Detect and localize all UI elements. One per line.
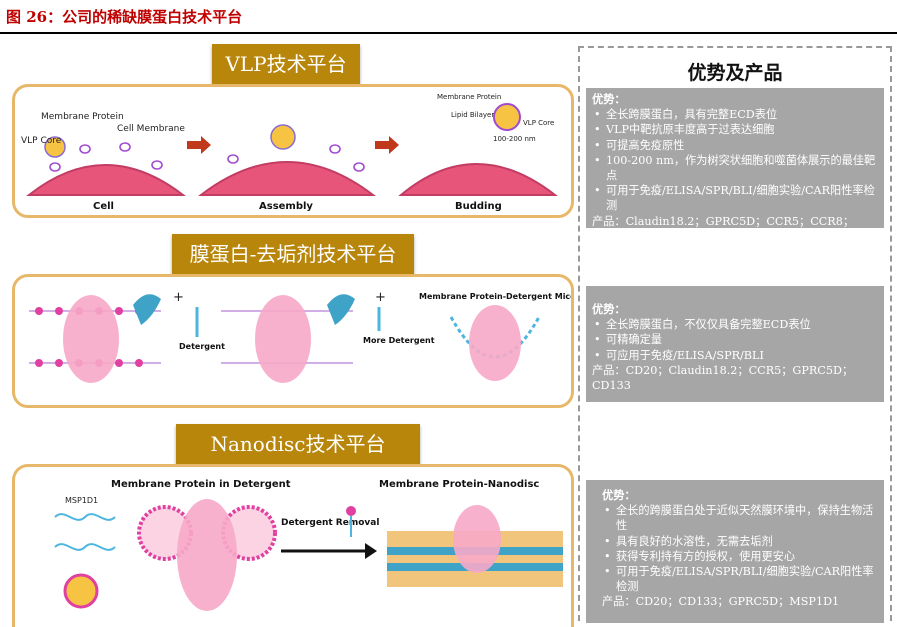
plus-icon: + [173,290,184,305]
nanodisc-diagram: Membrane Protein in Detergent Membrane P… [54,479,563,611]
products-line: 产品：CD20；CD133；GPRC5D；MSP1D1 [602,595,840,609]
lipid-vesicle-icon [63,573,99,609]
panel-detergent: + Detergent + More Detergent Membrane Pr… [12,274,574,408]
arrow-icon [187,136,211,154]
products-line: 产品：CD20；Claudin18.2；CCR5；GPRC5D；CD133 [592,363,854,393]
antibody-icon [327,294,355,325]
label-msp: MSP1D1 [65,496,98,505]
label-cell-membrane: Cell Membrane [117,124,185,134]
label-membrane-protein-small: Membrane Protein [437,93,501,101]
products-line: 产品：Claudin18.2；GPRC5D；CCR5；CCR8；CD20 [592,214,855,243]
nanodisc-protein [453,505,501,573]
detergent-advantages: 优势： 全长跨膜蛋白，不仅仅具备完整ECD表位 可精确定量 可应用于免疫/ELI… [586,286,884,402]
advantages-title: 优势： [592,92,626,106]
title-rule [0,32,897,34]
advantage-item: 全长的跨膜蛋白处于近似天然膜环境中，保持生物活性 [602,503,878,533]
advantage-item: 具有良好的水溶性，无需去垢剂 [602,534,878,549]
budded-vlp-icon [493,103,521,131]
label-vlp-core-small: VLP Core [523,119,554,127]
msp-helix-icon [54,513,116,521]
vlp-diagram: Membrane Protein Cell Membrane VLP Core … [21,93,558,212]
vlp-core-icon [270,124,296,150]
cell-shape [26,164,186,196]
advantages-heading: 优势及产品 [687,62,783,84]
detergent-diagram: + Detergent + More Detergent Membrane Pr… [29,290,571,383]
advantage-item: 可精确定量 [592,332,878,347]
assembly-cell-shape [198,161,376,196]
banner-vlp: VLP技术平台 [212,44,360,84]
advantage-item: 可提高免疫原性 [592,138,878,153]
banner-nanodisc: Nanodisc技术平台 [176,424,420,464]
advantages-title: 优势： [592,302,626,316]
plus-icon: + [375,290,386,305]
advantage-item: 100-200 nm，作为树突状细胞和噬菌体展示的最佳靶点 [592,153,878,183]
micelle-protein [469,305,521,381]
advantage-item: 获得专利持有方的授权，使用更安心 [602,549,878,564]
panel-nanodisc: Membrane Protein in Detergent Membrane P… [12,464,574,627]
advantages-column: 优势及产品 优势： 全长跨膜蛋白，具有完整ECD表位 VLP中靶抗原丰度高于过表… [578,46,892,623]
membrane-protein-left [63,295,119,383]
vlp-advantages: 优势： 全长跨膜蛋白，具有完整ECD表位 VLP中靶抗原丰度高于过表达细胞 可提… [586,88,884,243]
label-lipid-bilayer: Lipid Bilayer [451,111,494,119]
label-in-detergent: Membrane Protein in Detergent [111,479,291,490]
label-assembly: Assembly [259,201,313,212]
banner-detergent: 膜蛋白-去垢剂技术平台 [172,234,414,274]
label-nanodisc: Membrane Protein-Nanodisc [379,479,539,490]
micelle-ring [449,316,541,359]
advantage-item: 全长跨膜蛋白，具有完整ECD表位 [592,107,878,122]
advantage-item: 可用于免疫/ELISA/SPR/BLI/细胞实验/CAR阳性率检测 [592,183,878,213]
advantage-item: 可用于免疫/ELISA/SPR/BLI/细胞实验/CAR阳性率检测 [602,564,878,594]
nanodisc-advantages: 优势： 全长的跨膜蛋白处于近似天然膜环境中，保持生物活性 具有良好的水溶性，无需… [586,480,884,623]
arrow-icon [375,136,399,154]
label-detergent-removal: Detergent Removal [281,518,379,528]
budding-cell-shape [398,163,558,196]
label-size: 100-200 nm [493,135,536,143]
label-membrane-protein: Membrane Protein [41,112,124,122]
label-more-detergent: More Detergent [363,336,435,345]
label-detergent: Detergent [179,342,225,351]
advantage-item: 可应用于免疫/ELISA/SPR/BLI [592,348,878,363]
arrow-icon [365,543,377,559]
label-vlp-core: VLP Core [21,136,62,146]
msp-helix-icon [54,543,116,551]
membrane-protein-icon [227,144,365,172]
label-budding: Budding [455,201,502,212]
figure-title: 图 26：公司的稀缺膜蛋白技术平台 [6,8,243,26]
panel-vlp: Membrane Protein Cell Membrane VLP Core … [12,84,574,218]
membrane-protein-icon [49,142,163,172]
antibody-icon [133,294,161,325]
advantages-title: 优势： [602,488,636,502]
label-micelle: Membrane Protein-Detergent Micelle [419,292,571,301]
advantage-item: 全长跨膜蛋白，不仅仅具备完整ECD表位 [592,317,878,332]
vlp-core-icon [44,136,66,158]
advantage-item: VLP中靶抗原丰度高于过表达细胞 [592,122,878,137]
label-cell: Cell [93,201,114,212]
membrane-protein-mid [255,295,311,383]
membrane-protein-detergent [177,499,237,611]
detergent-head-icon [346,506,356,516]
